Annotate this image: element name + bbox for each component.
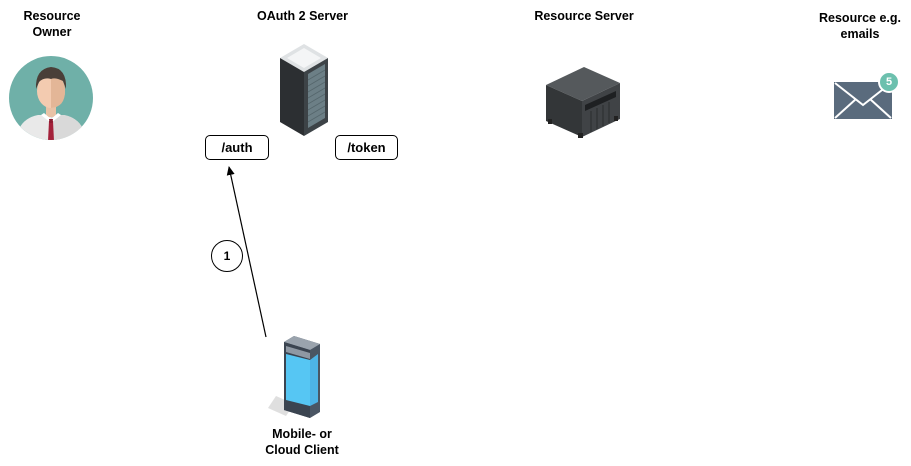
step-1-number: 1: [223, 249, 231, 263]
notification-badge-count: 5: [885, 76, 893, 88]
token-endpoint: /token: [335, 135, 398, 160]
step-1-arrow: [226, 166, 267, 338]
step-1-badge: 1: [211, 240, 243, 272]
person-avatar-icon: [9, 56, 93, 140]
resource-label-line1: Resource e.g.: [819, 11, 901, 25]
client-label-line2: Cloud Client: [265, 443, 339, 457]
resource-label: Resource e.g. emails: [812, 10, 908, 42]
notification-badge: 5: [878, 71, 900, 93]
resource-owner-label-line2: Owner: [32, 25, 72, 39]
resource-owner-label-line1: Resource: [23, 9, 81, 23]
server-tower-icon: [280, 44, 328, 136]
client-label-line1: Mobile- or: [272, 427, 332, 441]
resource-label-line2: emails: [840, 27, 880, 41]
client-label: Mobile- or Cloud Client: [248, 426, 356, 458]
oauth-server-label: OAuth 2 Server: [256, 9, 348, 23]
resource-owner-label: Resource Owner: [10, 8, 94, 40]
smartphone-icon: [268, 336, 320, 418]
resource-server-label: Resource Server: [534, 9, 634, 23]
nas-server-icon: [546, 67, 620, 138]
auth-endpoint: /auth: [205, 135, 269, 160]
